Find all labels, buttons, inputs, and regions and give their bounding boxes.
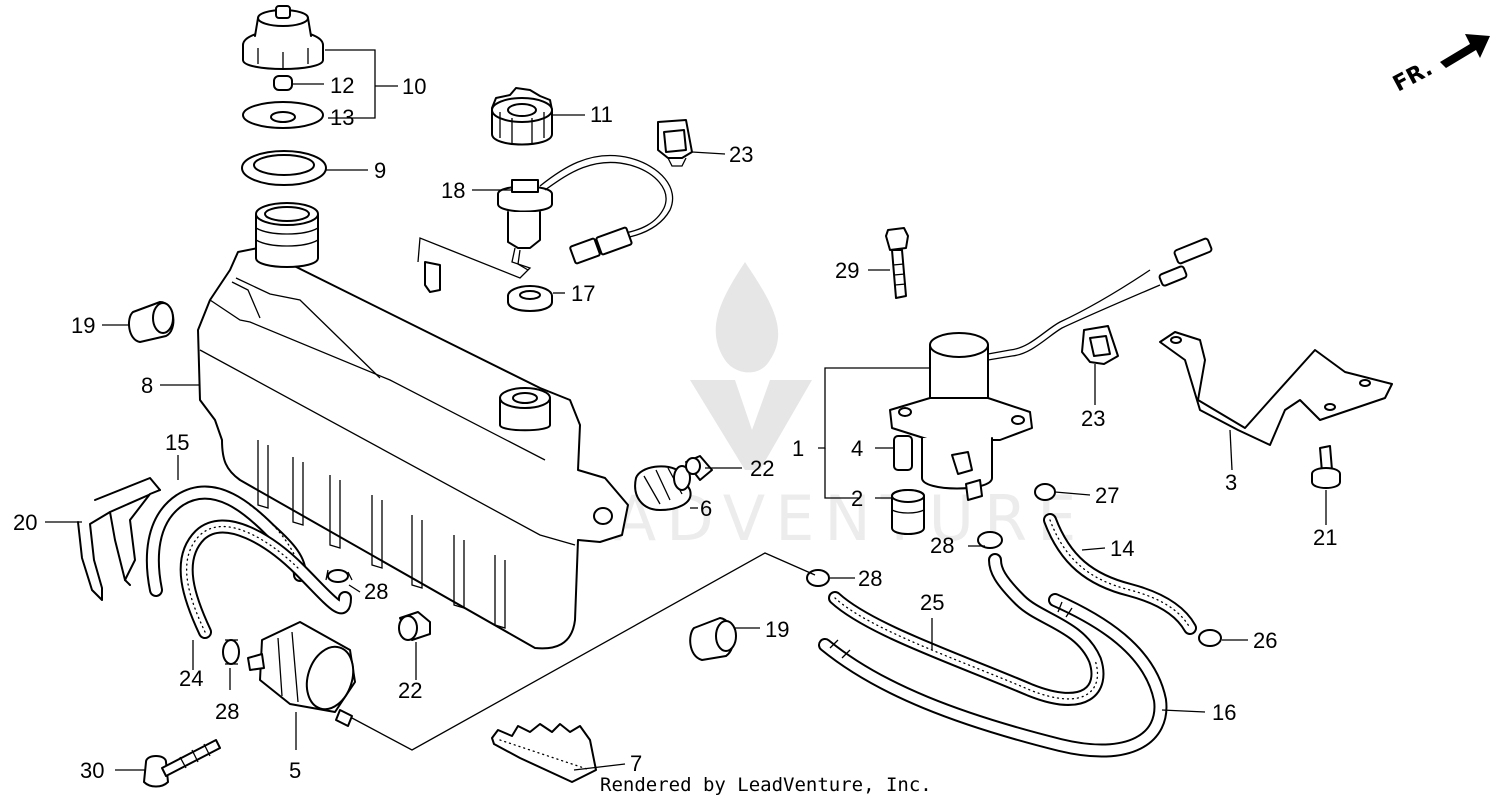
part-fuel-filler-cap <box>242 5 324 70</box>
callout-19-left: 19 <box>71 313 95 338</box>
part-fuel-hose-14 <box>1043 513 1197 635</box>
part-fuel-hose-25 <box>828 553 1105 706</box>
front-direction-indicator: FR. <box>1389 34 1490 97</box>
part-fuel-filter <box>247 621 356 727</box>
part-mounting-collar-right <box>685 455 713 481</box>
callout-30: 30 <box>80 758 104 783</box>
callout-22-lower: 22 <box>398 678 422 703</box>
callout-12: 12 <box>330 73 354 98</box>
callout-1: 1 <box>792 436 804 461</box>
part-hose-clip-d <box>977 531 1003 549</box>
callout-28-c: 28 <box>930 533 954 558</box>
callout-2: 2 <box>851 486 863 511</box>
front-label: FR. <box>1389 56 1437 97</box>
leader-lines <box>45 49 1327 771</box>
callout-4: 4 <box>851 436 863 461</box>
part-pump-bracket <box>1159 331 1393 446</box>
callout-3: 3 <box>1225 470 1237 495</box>
part-protector-pad <box>491 723 597 783</box>
callout-11: 11 <box>590 102 613 127</box>
callout-13: 13 <box>330 105 354 130</box>
part-filler-gasket <box>241 150 327 186</box>
part-wire-clip-lower <box>1081 325 1119 365</box>
callout-23-upper: 23 <box>729 142 753 167</box>
callout-28-d: 28 <box>858 566 882 591</box>
front-arrow-icon <box>1440 34 1490 68</box>
callout-14: 14 <box>1110 536 1134 561</box>
callout-18: 18 <box>441 178 465 203</box>
part-fuel-pump <box>889 237 1213 501</box>
callout-8: 8 <box>141 373 153 398</box>
routing-line <box>351 552 816 751</box>
callout-5: 5 <box>289 758 301 783</box>
part-tank-cushion <box>634 465 692 511</box>
part-hose-clamp-bracket <box>77 477 161 601</box>
render-credit: Rendered by LeadVenture, Inc. <box>600 774 932 796</box>
part-pump-bolt <box>885 227 909 299</box>
part-fuel-hose-24 <box>179 519 352 639</box>
callout-27: 27 <box>1095 483 1119 508</box>
part-filter-bolt <box>143 739 221 788</box>
part-pump-collar <box>893 435 913 471</box>
part-bracket-bolt <box>1311 445 1341 489</box>
part-fuel-gauge-sender <box>417 154 674 293</box>
callout-20: 20 <box>13 510 37 535</box>
callout-29: 29 <box>835 258 859 283</box>
part-cap-vent <box>273 75 293 91</box>
part-sender-grommet <box>507 285 553 312</box>
callout-25: 25 <box>920 590 944 615</box>
callout-23-lower: 23 <box>1081 406 1105 431</box>
part-hose-clip-f <box>1198 629 1222 647</box>
callout-19-mid: 19 <box>765 617 789 642</box>
part-hose-clip-c <box>1034 483 1056 501</box>
part-rubber-mount-left <box>127 301 175 343</box>
part-hose-clip-a <box>325 569 353 583</box>
callout-28-b: 28 <box>215 699 239 724</box>
part-mounting-collar-lower <box>398 611 431 641</box>
callout-10: 10 <box>402 74 426 99</box>
part-cap-seal <box>242 101 324 129</box>
part-fuel-tank <box>197 202 629 650</box>
callout-7: 7 <box>630 751 642 776</box>
part-fuel-hose-16 <box>818 593 1168 758</box>
part-fuel-hose-15 <box>145 485 307 597</box>
part-wire-clip-upper <box>657 119 693 167</box>
callout-24: 24 <box>179 666 203 691</box>
callout-labels: 12 10 13 9 11 18 17 23 19 8 15 20 28 24 … <box>13 73 1337 783</box>
callout-22-right: 22 <box>750 456 774 481</box>
callout-26: 26 <box>1253 628 1277 653</box>
callout-6: 6 <box>700 496 712 521</box>
callout-28-a: 28 <box>364 579 388 604</box>
callout-15: 15 <box>165 430 189 455</box>
part-hose-clip-b <box>222 639 240 665</box>
callout-9: 9 <box>374 158 386 183</box>
part-rubber-mount-mid <box>689 617 737 661</box>
part-pump-grommet <box>891 489 925 535</box>
callout-21: 21 <box>1313 525 1337 550</box>
part-sender-lock-nut <box>491 87 553 146</box>
callout-16: 16 <box>1212 700 1236 725</box>
callout-17: 17 <box>571 281 595 306</box>
